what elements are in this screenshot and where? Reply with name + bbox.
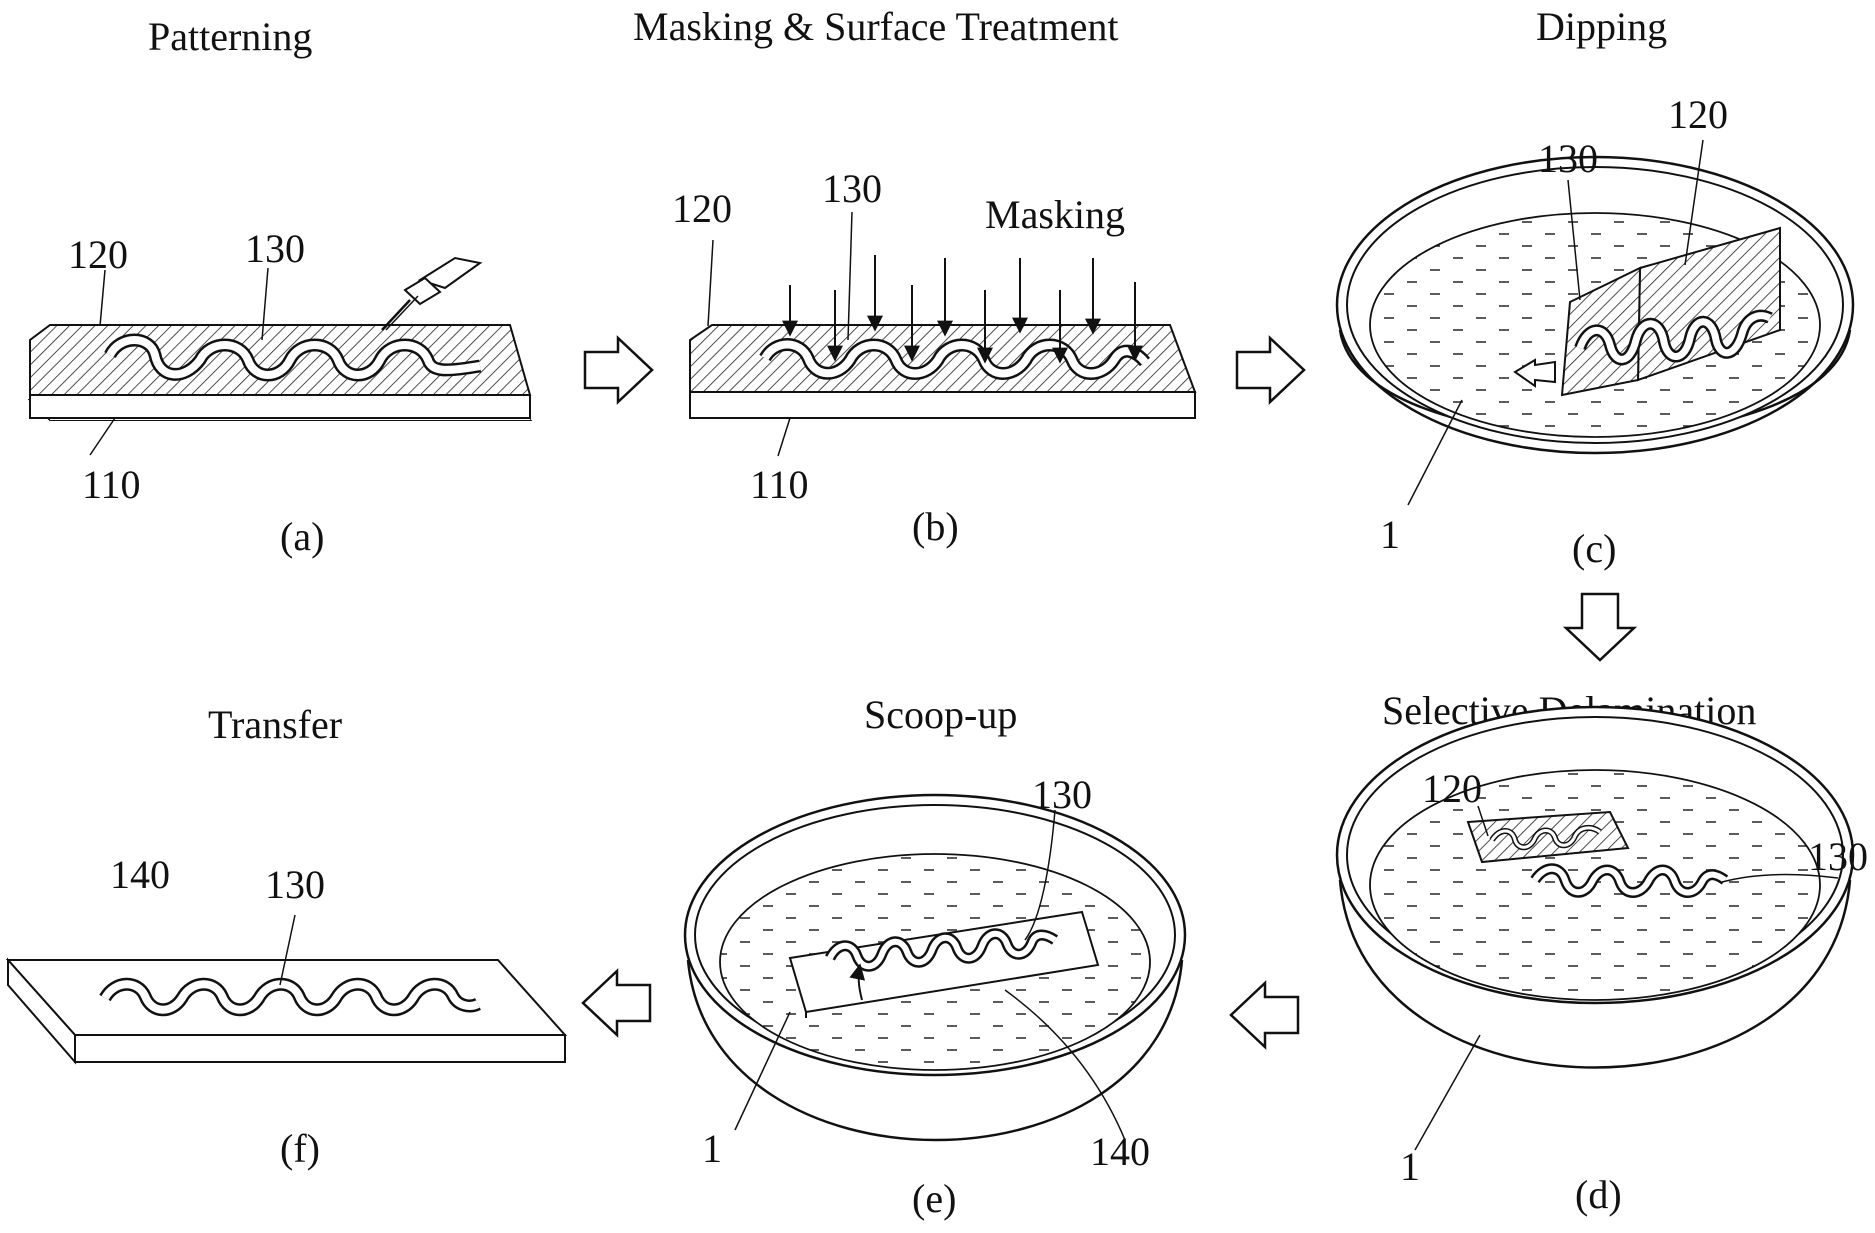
leader-110-b <box>778 418 790 456</box>
ref-130-c: 130 <box>1538 136 1598 181</box>
panel-b: 120 130 Masking 110 (b) <box>672 166 1195 549</box>
flow-arrow-ab <box>585 338 652 402</box>
step-b-title: Masking & Surface Treatment <box>633 4 1119 49</box>
ref-1-e: 1 <box>702 1126 722 1171</box>
caption-f: (f) <box>280 1126 320 1171</box>
leader-120-b <box>708 240 713 326</box>
caption-c: (c) <box>1572 526 1616 571</box>
leader-1-d <box>1415 1035 1480 1150</box>
target-substrate-140-top-f <box>8 960 565 1035</box>
caption-b: (b) <box>912 504 959 549</box>
caption-d: (d) <box>1575 1172 1622 1217</box>
ref-140-f: 140 <box>110 852 170 897</box>
leader-130-b <box>848 212 852 340</box>
step-a-title: Patterning <box>148 14 312 59</box>
ref-130-d: 130 <box>1808 834 1868 879</box>
ref-130-a: 130 <box>245 226 305 271</box>
ref-1-d: 1 <box>1400 1144 1420 1189</box>
ref-130-f: 130 <box>265 862 325 907</box>
panel-f: 140 130 (f) <box>8 852 565 1171</box>
step-e-title: Scoop-up <box>864 692 1017 737</box>
ref-130-b: 130 <box>822 166 882 211</box>
target-substrate-140-front-f <box>75 1035 565 1062</box>
ref-110-b: 110 <box>750 462 809 507</box>
panel-e: 130 140 1 (e) <box>685 772 1185 1221</box>
ref-120-d: 120 <box>1422 766 1482 811</box>
flow-arrow-ef <box>583 971 650 1035</box>
flow-arrow-bc <box>1237 338 1304 402</box>
panel-a: 120 130 110 (a) <box>30 226 530 559</box>
ref-120-c: 120 <box>1668 92 1728 137</box>
panel-c: 130 120 1 (c) <box>1337 92 1853 571</box>
substrate-110-b <box>690 392 1195 418</box>
leader-120-a <box>100 270 105 326</box>
masking-label: Masking <box>985 192 1125 237</box>
caption-a: (a) <box>280 514 324 559</box>
flow-arrow-cd <box>1566 594 1634 660</box>
ref-1-c: 1 <box>1380 512 1400 557</box>
ref-140-e: 140 <box>1090 1129 1150 1174</box>
step-f-title: Transfer <box>208 702 342 747</box>
flow-arrow-de <box>1231 983 1298 1047</box>
film-120-top-a <box>30 325 530 395</box>
substrate-front-edge-a <box>30 395 530 418</box>
step-c-title: Dipping <box>1536 4 1667 49</box>
leader-110-a <box>90 418 115 455</box>
ref-120-b: 120 <box>672 186 732 231</box>
ref-130-e: 130 <box>1032 772 1092 817</box>
blade-cutter-icon <box>382 258 480 330</box>
panel-d: 120 130 1 (d) <box>1337 707 1868 1217</box>
caption-e: (e) <box>912 1176 956 1221</box>
ref-120-a: 120 <box>68 232 128 277</box>
ref-110-a: 110 <box>82 462 141 507</box>
